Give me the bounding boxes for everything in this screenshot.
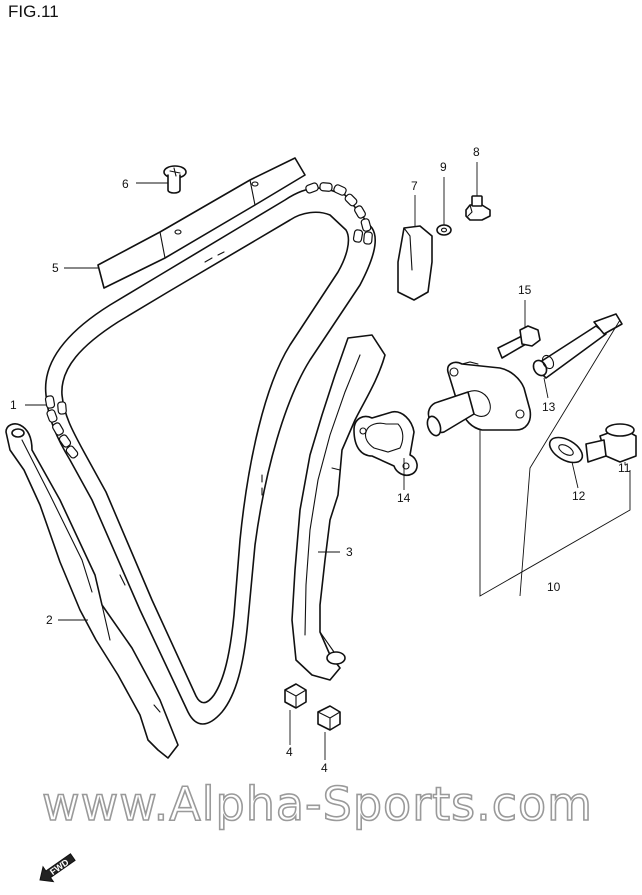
chain-links-top [305, 182, 373, 245]
callout-10: 10 [547, 580, 561, 594]
cushion-part-4b [317, 705, 341, 731]
gasket-part-14 [353, 410, 418, 477]
cam-chain [44, 182, 376, 725]
bolt-part-15 [497, 325, 541, 359]
callout-6: 6 [122, 177, 129, 191]
chain-guide-top [97, 157, 306, 289]
chain-guide-right [291, 334, 386, 681]
callout-8: 8 [473, 145, 480, 159]
callout-5: 5 [52, 261, 59, 275]
chain-tensioner-guide [5, 423, 179, 759]
callout-3: 3 [346, 545, 353, 559]
screw-part-6 [163, 165, 187, 194]
plug-bolt-part-11 [585, 423, 637, 463]
chain-links-left [44, 395, 79, 459]
callout-13: 13 [542, 400, 556, 414]
cushion-part-4a [284, 683, 307, 709]
callout-9: 9 [440, 160, 447, 174]
callout-2: 2 [46, 613, 53, 627]
callout-4b: 4 [321, 761, 328, 775]
spring-part-13 [532, 313, 623, 379]
callout-7: 7 [411, 179, 418, 193]
bolt-part-8 [465, 195, 491, 221]
callout-11: 11 [618, 461, 631, 475]
guide-pad-part-7 [397, 225, 433, 301]
callout-4a: 4 [286, 745, 293, 759]
watermark: www.Alpha-Sports.com [42, 777, 593, 831]
fwd-arrow-icon: FWD [39, 853, 76, 883]
figure-title: FIG.11 [8, 2, 59, 21]
tensioner-assembly [426, 361, 532, 437]
callout-15: 15 [518, 283, 532, 297]
washer-part-9 [436, 224, 452, 236]
callout-labels: 1 2 3 4 4 5 6 7 8 9 10 11 12 13 14 15 [10, 145, 631, 775]
callout-1: 1 [10, 398, 17, 412]
leader-lines [25, 162, 631, 760]
callout-14: 14 [397, 491, 411, 505]
washer-part-12 [548, 436, 584, 464]
callout-12: 12 [572, 489, 586, 503]
